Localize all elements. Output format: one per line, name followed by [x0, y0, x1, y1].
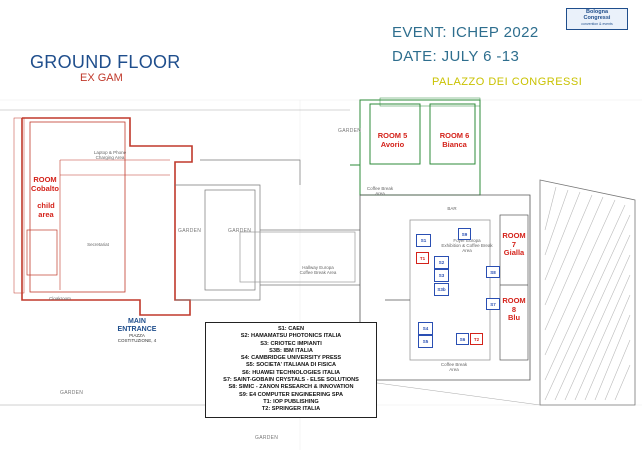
- venue-name: PALAZZO DEI CONGRESSI: [432, 76, 583, 88]
- logo-line1: Bologna: [586, 9, 608, 15]
- garden-label-bottom-left: GARDEN: [60, 390, 84, 396]
- exhibitor-legend: S1: CAEN S2: HAMAMATSU PHOTONICS ITALIA …: [205, 322, 377, 418]
- event-title: EVENT: ICHEP 2022: [392, 24, 539, 41]
- logo-line2: Congressi: [583, 15, 611, 21]
- bologna-congressi-logo: Bologna Congressi convention & events: [566, 8, 628, 30]
- legend-entry: S5: SOCIETA' ITALIANA DI FISICA: [245, 362, 337, 369]
- booth-s1: S1: [416, 234, 431, 247]
- garden-label-left: GARDEN: [178, 228, 202, 234]
- coffee-break-top-label: Coffee Break Area: [366, 186, 394, 196]
- booth-s3: S3: [434, 269, 449, 282]
- legend-entry: S1: CAEN: [277, 326, 305, 332]
- room-gialla-label: ROOM 7 Gialla: [502, 231, 526, 257]
- legend-entry: S9: E4 COMPUTER ENGINEERING SPA: [238, 391, 344, 398]
- legend-entry: S8: SIMIC - ZANON RESEARCH & INNOVATION: [228, 384, 354, 391]
- site-outline: [0, 109, 541, 406]
- garden-label-top: GARDEN: [338, 128, 362, 134]
- main-entrance-address: PIAZZA COSTITUZIONE, 4: [117, 333, 157, 343]
- booth-s2: S2: [434, 256, 449, 269]
- legend-entry: S3: CRIOTEC IMPIANTI: [260, 340, 322, 347]
- floor-subtitle: EX GAM: [80, 72, 123, 84]
- main-entrance: MAIN ENTRANCE PIAZZA COSTITUZIONE, 4: [112, 318, 162, 343]
- booth-s9: S9: [458, 228, 471, 240]
- hallway-europa-label: Hallway Europa Coffee Break Area: [299, 265, 337, 275]
- legend-entry: S3B: IBM ITALIA: [269, 347, 313, 354]
- child-area-label: child area: [37, 201, 55, 219]
- garden-label-mid: GARDEN: [228, 228, 252, 234]
- room-blu-label: ROOM 8 Blu: [502, 296, 526, 322]
- corridor-walls: [175, 159, 360, 301]
- booth-t1: T1: [416, 252, 429, 264]
- booth-s4: S4: [418, 322, 433, 335]
- garden-label-bottom: GARDEN: [255, 435, 279, 441]
- laptop-charging-area-label: Laptop & Phone Charging Area: [93, 150, 127, 160]
- foyer-europa-label: Foyer Europa Exhibition & Coffee Break A…: [441, 238, 493, 253]
- cloakroom-label: Cloakroom: [49, 296, 71, 301]
- logo-line3: convention & events: [581, 22, 613, 26]
- legend-entry: S6: HUAWEI TECHNOLOGIES ITALIA: [241, 369, 341, 376]
- room-avorio-label: ROOM 5 Avorio: [377, 131, 408, 149]
- booth-s6: S6: [456, 333, 469, 345]
- room-cobalto-label: ROOM Cobalto: [31, 175, 59, 193]
- booth-t2: T2: [470, 333, 483, 345]
- rooms-7-8-walls: [499, 214, 529, 361]
- booth-s5: S5: [418, 335, 433, 348]
- floor-title: GROUND FLOOR: [30, 52, 181, 72]
- room-bianca-label: ROOM 6 Bianca: [439, 131, 470, 149]
- coffee-break-bottom-label: Coffee Break Area: [440, 362, 468, 372]
- secretariat-label: Secretariat: [87, 242, 109, 247]
- legend-entry: S2: HAMAMATSU PHOTONICS ITALIA: [240, 333, 342, 340]
- legend-entry: T1: IOP PUBLISHING: [263, 398, 319, 405]
- foyer-walls: [359, 194, 531, 381]
- booth-s3b: S3b: [434, 283, 449, 296]
- booth-s7: S7: [486, 298, 500, 310]
- hall-hatching: [539, 179, 636, 406]
- booth-s8: S8: [486, 266, 500, 278]
- legend-entry: S4: CAMBRIDGE UNIVERSITY PRESS: [240, 355, 342, 362]
- event-date: DATE: JULY 6 -13: [392, 48, 520, 65]
- main-entrance-title: MAIN ENTRANCE: [117, 318, 157, 333]
- legend-entry: S7: SAINT-GOBAIN CRYSTALS - ELSE SOLUTIO…: [223, 377, 359, 384]
- legend-entry: T2: SPRINGER ITALIA: [261, 406, 321, 413]
- bar-label: BAR: [447, 206, 457, 211]
